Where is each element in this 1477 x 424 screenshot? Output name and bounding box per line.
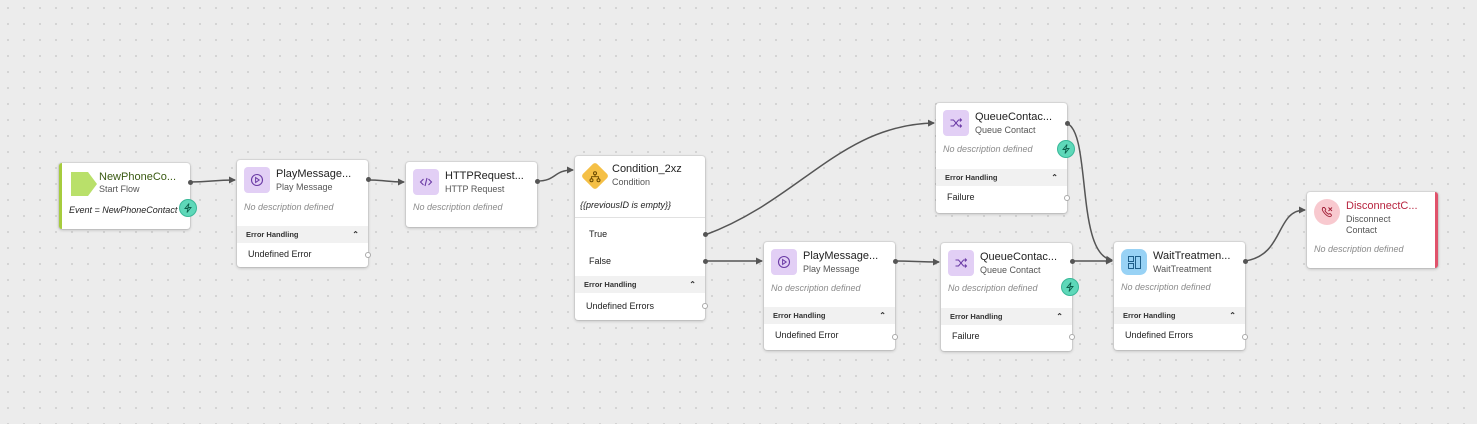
error-handling-header[interactable]: Error Handling ⌃	[764, 307, 895, 324]
node-subtitle: Condition	[612, 177, 651, 187]
error-item: Undefined Errors	[586, 301, 655, 311]
node-queue-contact-1[interactable]: QueueContac... Queue Contact No descript…	[936, 103, 1075, 213]
node-description: No description defined	[771, 283, 861, 293]
node-title: QueueContac...	[980, 251, 1058, 263]
shuffle-icon	[948, 250, 974, 276]
event-badge-icon[interactable]	[1057, 140, 1075, 158]
chevron-up-icon[interactable]: ⌃	[689, 280, 696, 289]
chevron-up-icon[interactable]: ⌃	[1056, 312, 1063, 321]
node-title: HTTPRequest...	[445, 170, 524, 182]
grid-icon	[1121, 249, 1147, 275]
node-play-message-1[interactable]: PlayMessage... Play Message No descripti…	[237, 160, 371, 267]
node-description: No description defined	[948, 283, 1038, 293]
edge-true-to-queue1[interactable]	[704, 119, 935, 236]
error-port[interactable]	[1064, 195, 1070, 201]
error-port[interactable]	[1069, 334, 1075, 340]
error-handling-header[interactable]: Error Handling ⌃	[936, 169, 1067, 186]
code-icon	[413, 169, 439, 195]
false-output-port[interactable]	[703, 259, 708, 264]
edge-play2-to-queue2[interactable]	[893, 258, 940, 266]
edge-http-to-condition[interactable]	[536, 166, 574, 182]
node-condition[interactable]: Condition_2xz Condition {{previousID is …	[575, 156, 708, 320]
node-title: PlayMessage...	[276, 168, 352, 180]
branch-icon	[580, 161, 610, 191]
node-description: No description defined	[244, 202, 334, 212]
error-handling-label: Error Handling	[945, 173, 998, 182]
error-handling-header[interactable]: Error Handling ⌃	[941, 308, 1072, 325]
edge-wait-to-disconnect[interactable]	[1244, 206, 1306, 262]
error-handling-header[interactable]: Error Handling ⌃	[1114, 307, 1245, 324]
play-icon	[244, 167, 270, 193]
chevron-up-icon[interactable]: ⌃	[1051, 173, 1058, 182]
output-port[interactable]	[1070, 259, 1075, 264]
output-port[interactable]	[893, 259, 898, 264]
error-handling-header[interactable]: Error Handling ⌃	[575, 276, 705, 293]
error-handling-label: Error Handling	[950, 312, 1003, 321]
node-title: Condition_2xz	[612, 163, 682, 175]
chevron-up-icon[interactable]: ⌃	[1229, 311, 1236, 320]
node-http-request[interactable]: HTTPRequest... HTTP Request No descripti…	[406, 162, 540, 227]
node-title: NewPhoneCo...	[99, 171, 177, 183]
output-port[interactable]	[1243, 259, 1248, 264]
event-badge-icon[interactable]	[179, 199, 197, 217]
error-port[interactable]	[365, 252, 371, 258]
node-description: No description defined	[1314, 244, 1404, 254]
error-port[interactable]	[892, 334, 898, 340]
event-label: Event = NewPhoneContact	[69, 205, 178, 215]
branch-false-label: False	[589, 256, 612, 266]
error-item: Failure	[947, 192, 975, 202]
node-subtitle: Play Message	[803, 264, 860, 274]
shuffle-icon	[943, 110, 969, 136]
error-item: Failure	[952, 331, 980, 341]
error-handling-label: Error Handling	[773, 311, 826, 320]
node-subtitle-line2: Contact	[1346, 225, 1378, 235]
condition-expression: {{previousID is empty}}	[580, 200, 672, 210]
node-wait-treatment[interactable]: WaitTreatmen... WaitTreatment No descrip…	[1114, 242, 1248, 350]
error-handling-label: Error Handling	[1123, 311, 1176, 320]
error-handling-label: Error Handling	[246, 230, 299, 239]
error-port[interactable]	[702, 303, 708, 309]
true-output-port[interactable]	[703, 232, 708, 237]
node-subtitle: Queue Contact	[975, 125, 1036, 135]
divider	[575, 217, 705, 218]
node-subtitle: Disconnect	[1346, 214, 1391, 224]
start-flow-icon	[71, 172, 97, 196]
node-subtitle: HTTP Request	[445, 184, 505, 194]
node-title: QueueContac...	[975, 111, 1053, 123]
error-handling-label: Error Handling	[584, 280, 637, 289]
node-title: DisconnectC...	[1346, 200, 1418, 212]
edge-play1-to-http[interactable]	[367, 178, 405, 186]
error-item: Undefined Error	[775, 330, 839, 340]
node-disconnect-contact[interactable]: DisconnectC... Disconnect Contact No des…	[1307, 192, 1438, 268]
error-handling-header[interactable]: Error Handling ⌃	[237, 226, 368, 243]
phone-hangup-icon	[1314, 199, 1340, 225]
error-port[interactable]	[1242, 334, 1248, 340]
node-description: No description defined	[1121, 282, 1211, 292]
node-subtitle: Play Message	[276, 182, 333, 192]
output-port[interactable]	[535, 179, 540, 184]
node-title: PlayMessage...	[803, 250, 879, 262]
node-play-message-2[interactable]: PlayMessage... Play Message No descripti…	[764, 242, 898, 350]
node-description: No description defined	[943, 144, 1033, 154]
play-icon	[771, 249, 797, 275]
node-title: WaitTreatmen...	[1153, 250, 1231, 262]
output-port[interactable]	[188, 180, 193, 185]
node-subtitle: Queue Contact	[980, 265, 1041, 275]
node-description: No description defined	[413, 202, 503, 212]
chevron-up-icon[interactable]: ⌃	[352, 230, 359, 239]
error-item: Undefined Errors	[1125, 330, 1194, 340]
output-port[interactable]	[366, 177, 371, 182]
node-queue-contact-2[interactable]: QueueContac... Queue Contact No descript…	[941, 243, 1079, 351]
chevron-up-icon[interactable]: ⌃	[879, 311, 886, 320]
edge-start-to-play1[interactable]	[188, 176, 236, 184]
branch-true-label: True	[589, 229, 608, 239]
node-start-flow[interactable]: NewPhoneCo... Start Flow Event = NewPhon…	[59, 163, 197, 229]
error-item: Undefined Error	[248, 249, 312, 259]
node-subtitle: Start Flow	[99, 184, 140, 194]
event-badge-icon[interactable]	[1061, 278, 1079, 296]
node-subtitle: WaitTreatment	[1153, 264, 1212, 274]
output-port[interactable]	[1065, 121, 1070, 126]
